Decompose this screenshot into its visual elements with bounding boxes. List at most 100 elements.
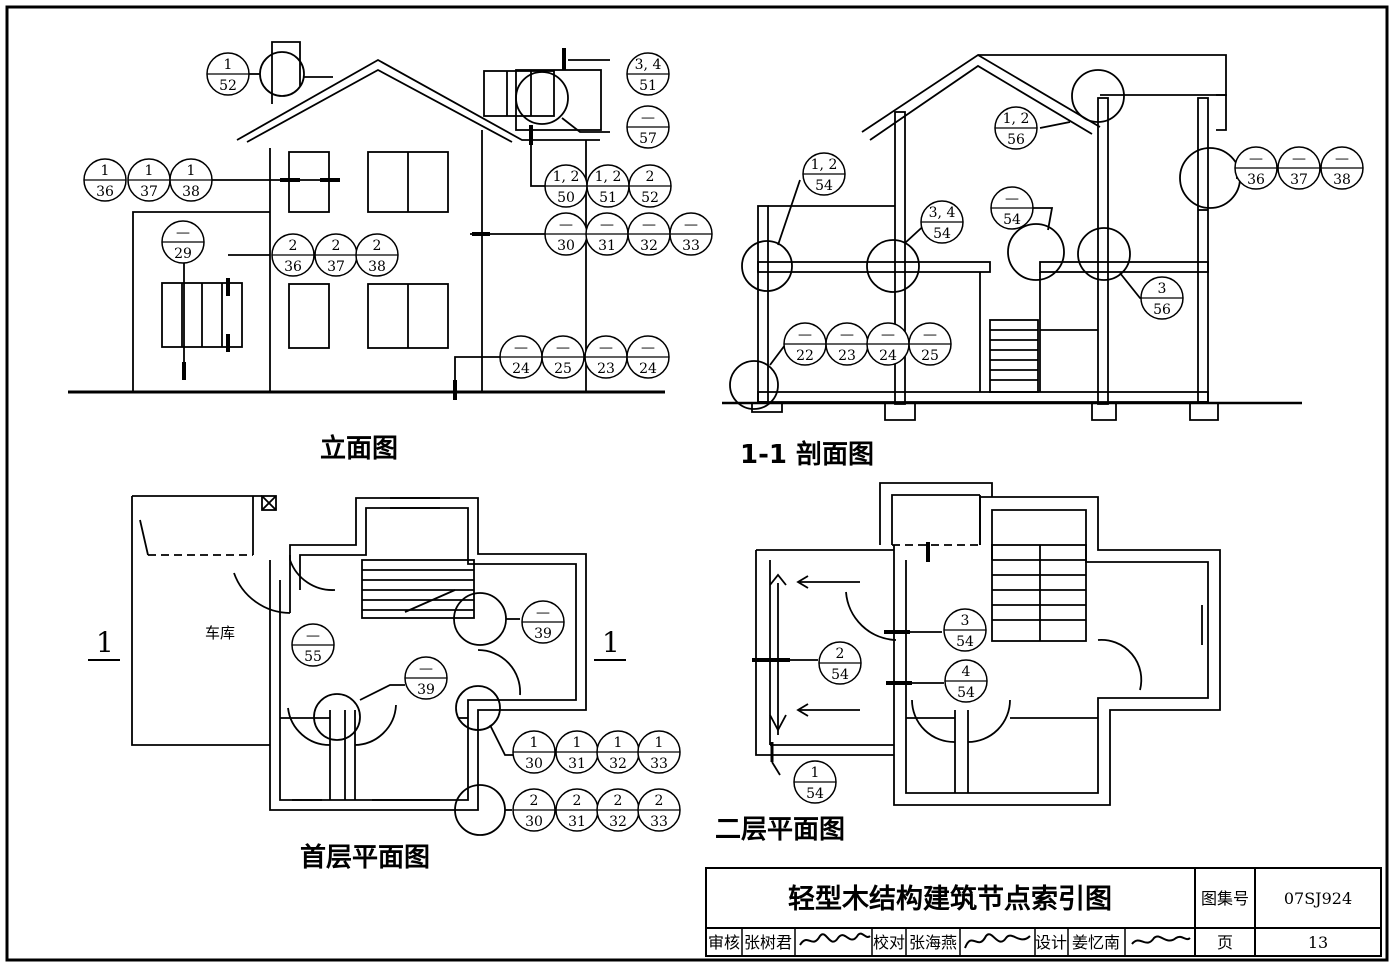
detail-callout-s-12-56: 1, 256 [994, 106, 1038, 150]
callout-page-number: 38 [182, 184, 200, 200]
callout-page-number: 23 [597, 361, 615, 377]
callout-detail-number: — [1292, 151, 1306, 167]
section-title: 1-1 剖面图 [740, 439, 874, 470]
callout-detail-number: 2 [836, 646, 845, 662]
design-label: 设计 [1035, 933, 1067, 952]
callout-detail-number: 2 [332, 238, 341, 254]
callout-page-number: 39 [534, 626, 552, 642]
callout-page-number: 54 [806, 786, 824, 802]
callout-detail-number: 3 [1158, 281, 1167, 297]
detail-callout-s-dash-22: —22 [783, 322, 827, 366]
callout-detail-number: — [641, 110, 655, 126]
detail-callout-e-dash-24a: —24 [499, 335, 543, 379]
callout-page-number: 30 [525, 756, 543, 772]
detail-callout-s-dash-54: —54 [990, 186, 1034, 230]
callout-detail-number: — [923, 327, 937, 343]
callout-detail-number: — [559, 217, 573, 233]
detail-callout-f-1-54: 154 [793, 760, 837, 804]
callout-detail-number: 1 [573, 735, 582, 751]
page-label: 页 [1217, 933, 1233, 952]
callout-page-number: 25 [921, 348, 939, 364]
detail-callout-e-dash-31: —31 [585, 212, 629, 256]
callout-page-number: 37 [140, 184, 158, 200]
callout-detail-number: 1, 2 [553, 169, 580, 185]
callout-detail-number: — [536, 605, 550, 621]
designer-name: 姜忆南 [1072, 933, 1120, 952]
callout-detail-number: 3, 4 [929, 205, 956, 221]
detail-callout-s-dash-25: — 25 [908, 322, 952, 366]
callout-detail-number: — [840, 327, 854, 343]
detail-callout-f-2-54: 254 [818, 641, 862, 685]
detail-callout-g-1-31: 131 [555, 730, 599, 774]
callout-page-number: 51 [639, 78, 657, 94]
detail-callout-e-2-52: 252 [628, 164, 672, 208]
callout-page-number: 39 [417, 682, 435, 698]
callout-detail-number: — [641, 340, 655, 356]
ground-plan-title: 首层平面图 [300, 842, 430, 873]
detail-callout-e-1-52: 152 [206, 52, 250, 96]
callout-page-number: 37 [327, 259, 345, 275]
callout-detail-number: — [514, 340, 528, 356]
callout-page-number: 52 [219, 78, 237, 94]
callout-page-number: 32 [640, 238, 658, 254]
detail-callout-e-dash-29: —29 [161, 220, 205, 264]
callout-page-number: 54 [956, 634, 974, 650]
detail-callout-e-12-51: 1, 251 [586, 164, 630, 208]
checker-signature [964, 933, 1031, 949]
callout-detail-number: 3 [961, 613, 970, 629]
callout-detail-number: 1 [811, 765, 820, 781]
detail-callout-e-dash-25: —25 [541, 335, 585, 379]
callout-page-number: 37 [1290, 172, 1308, 188]
callout-detail-number: — [1005, 191, 1019, 207]
drawing-title: 轻型木结构建筑节点索引图 [788, 883, 1112, 915]
callout-detail-number: — [1249, 151, 1263, 167]
callout-page-number: 54 [957, 685, 975, 701]
detail-callout-s-34-54: 3, 4 54 [920, 200, 964, 244]
callout-page-number: 38 [1333, 172, 1351, 188]
callout-detail-number: 1 [187, 163, 196, 179]
detail-callout-s-dash-23: —23 [825, 322, 869, 366]
callout-page-number: 54 [831, 667, 849, 683]
callout-detail-number: — [556, 340, 570, 356]
callout-detail-number: — [306, 628, 320, 644]
callout-detail-number: 1, 2 [595, 169, 622, 185]
page-number: 13 [1308, 933, 1328, 952]
callout-page-number: 38 [368, 259, 386, 275]
reviewer-signature [799, 932, 871, 946]
callout-detail-number: 1 [655, 735, 664, 751]
detail-callout-g-1-32: 132 [596, 730, 640, 774]
detail-callout-g-dash-39b: — 39 [404, 656, 448, 700]
callout-detail-number: — [599, 340, 613, 356]
detail-callout-e-12-50: 1, 250 [544, 164, 588, 208]
detail-callout-s-12-54: 1, 254 [802, 152, 846, 196]
callout-page-number: 56 [1153, 302, 1171, 318]
callout-detail-number: 2 [655, 793, 664, 809]
callout-detail-number: 2 [614, 793, 623, 809]
detail-callout-g-2-32: 232 [596, 788, 640, 832]
second-plan-title: 二层平面图 [715, 815, 845, 845]
garage-label: 车库 [205, 624, 235, 642]
callout-detail-number: — [798, 327, 812, 343]
callout-detail-number: 1, 2 [1003, 111, 1030, 127]
detail-callout-e-2-38: 238 [355, 233, 399, 277]
designer-signature [1131, 935, 1191, 945]
callout-page-number: 32 [609, 814, 627, 830]
detail-callout-e-1-37: 137 [127, 158, 171, 202]
detail-callout-e-dash-57: — 57 [626, 105, 670, 149]
callout-detail-number: — [881, 327, 895, 343]
callout-page-number: 30 [525, 814, 543, 830]
detail-callout-s-3-56: 356 [1140, 276, 1184, 320]
detail-callout-g-2-33: 233 [637, 788, 681, 832]
detail-callout-e-dash-23: — 23 [584, 335, 628, 379]
atlas-label: 图集号 [1201, 889, 1249, 908]
section-marker-left: 1 [96, 626, 114, 659]
callout-page-number: 57 [639, 131, 657, 147]
callout-page-number: 54 [933, 226, 951, 242]
detail-callout-g-1-33: 133 [637, 730, 681, 774]
detail-callout-e-dash-33: —33 [669, 212, 713, 256]
callout-detail-number: — [176, 225, 190, 241]
reviewer-name: 张树君 [744, 933, 792, 952]
detail-callout-g-1-30: 130 [512, 730, 556, 774]
callout-detail-number: — [642, 217, 656, 233]
callout-detail-number: — [419, 661, 433, 677]
